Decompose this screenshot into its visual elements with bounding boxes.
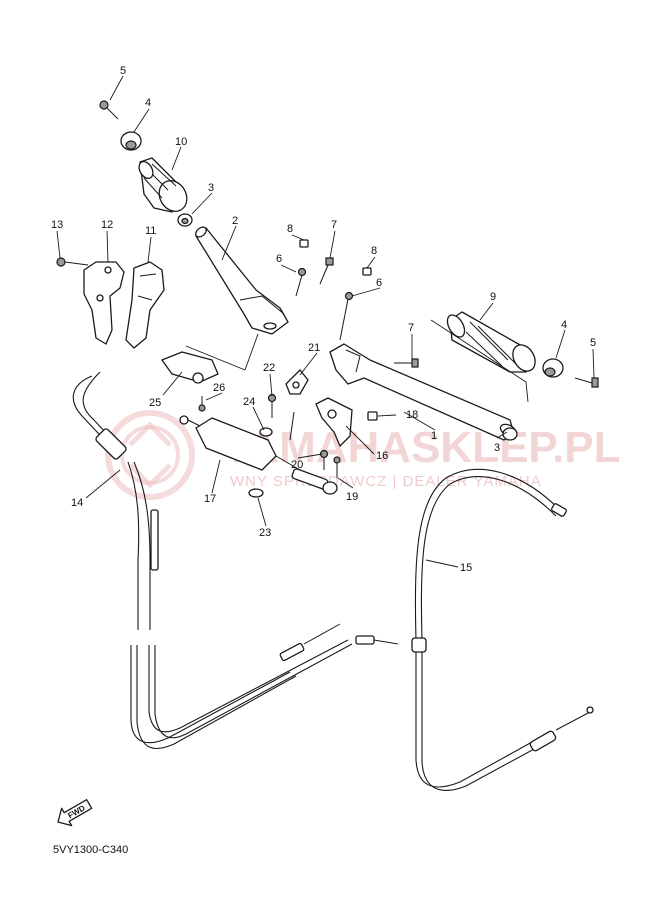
part-2-handlebar-left bbox=[195, 226, 289, 335]
part-bolt-small bbox=[289, 411, 295, 441]
label-8: 8 bbox=[287, 223, 293, 235]
label-14: 14 bbox=[71, 497, 83, 509]
part-17-steering-damper bbox=[179, 415, 338, 495]
part-15-clutch-cable bbox=[411, 468, 594, 791]
part-11-switch-housing-cover bbox=[125, 261, 165, 349]
label-7: 7 bbox=[331, 219, 337, 231]
label-5: 5 bbox=[120, 65, 126, 77]
part-5-screw-right bbox=[574, 377, 599, 388]
part-20-bolt bbox=[319, 449, 329, 470]
label-20: 20 bbox=[291, 459, 303, 471]
label-10: 10 bbox=[175, 136, 187, 148]
label-8b: 8 bbox=[371, 245, 377, 257]
part-24-washer bbox=[259, 427, 273, 437]
part-5-screw-left bbox=[99, 100, 119, 120]
label-7b: 7 bbox=[408, 322, 414, 334]
part-6-bolt-right bbox=[339, 291, 354, 341]
label-17: 17 bbox=[204, 493, 216, 505]
part-12-switch-housing bbox=[83, 261, 125, 345]
label-11: 11 bbox=[145, 225, 156, 237]
part-23-bushing bbox=[248, 488, 264, 498]
label-24: 24 bbox=[243, 396, 255, 408]
part-4-bar-end-weight-right bbox=[542, 358, 564, 378]
part-3-collar-right bbox=[502, 427, 518, 441]
part-16-steering-damper-bracket bbox=[315, 397, 353, 447]
label-6: 6 bbox=[276, 253, 282, 265]
part-13-bolt bbox=[56, 257, 89, 267]
label-12: 12 bbox=[101, 219, 113, 231]
label-21: 21 bbox=[308, 342, 320, 354]
label-3: 3 bbox=[208, 182, 214, 194]
label-22: 22 bbox=[263, 362, 275, 374]
diagram-code: 5VY1300-C340 bbox=[53, 844, 128, 856]
part-3-collar-left bbox=[177, 213, 193, 227]
label-25: 25 bbox=[149, 397, 161, 409]
part-21-bracket bbox=[285, 369, 309, 395]
part-26-screw bbox=[198, 396, 206, 412]
label-16: 16 bbox=[376, 450, 388, 462]
part-7-bolt-right bbox=[394, 358, 419, 368]
part-4-bar-end-weight-left bbox=[120, 131, 142, 151]
part-10-throttle-grip bbox=[138, 157, 188, 213]
part-6-bolt-left bbox=[295, 267, 307, 297]
label-9: 9 bbox=[490, 291, 496, 303]
label-4: 4 bbox=[145, 97, 151, 109]
part-25-throttle-housing bbox=[161, 351, 219, 384]
watermark-brand: YAMAHASKLEP.PL bbox=[222, 423, 621, 472]
part-22-bolt bbox=[267, 393, 277, 418]
label-23: 23 bbox=[259, 527, 271, 539]
part-8-nut-left bbox=[299, 239, 309, 248]
label-3b: 3 bbox=[494, 442, 500, 454]
label-26: 26 bbox=[213, 382, 225, 394]
label-19: 19 bbox=[346, 491, 358, 503]
part-19-bolt bbox=[333, 456, 341, 478]
part-7-bolt-left bbox=[319, 257, 334, 285]
fwd-arrow-icon: FWD bbox=[57, 799, 93, 827]
label-5b: 5 bbox=[590, 337, 596, 349]
label-13: 13 bbox=[51, 219, 63, 231]
part-14-throttle-cables bbox=[72, 371, 399, 750]
watermark: YAMAHASKLEP.PL WNY SPRZEDAWCZ | DEALER Y… bbox=[105, 410, 621, 500]
label-6b: 6 bbox=[376, 277, 382, 289]
part-8-nut-right bbox=[362, 267, 372, 276]
leader-lines bbox=[56, 75, 595, 568]
part-number-labels: 5 4 10 3 2 13 12 11 8 6 7 8 6 9 4 5 7 1 … bbox=[51, 65, 596, 574]
watermark-logo bbox=[105, 410, 195, 500]
label-2: 2 bbox=[232, 215, 238, 227]
part-9-grip-right bbox=[446, 311, 536, 373]
label-15: 15 bbox=[460, 562, 472, 574]
label-4b: 4 bbox=[561, 319, 567, 331]
part-18-nut bbox=[367, 411, 378, 421]
watermark-tagline: WNY SPRZEDAWCZ | DEALER YAMAHA bbox=[230, 473, 542, 490]
label-18: 18 bbox=[406, 409, 418, 421]
label-1: 1 bbox=[431, 430, 437, 442]
